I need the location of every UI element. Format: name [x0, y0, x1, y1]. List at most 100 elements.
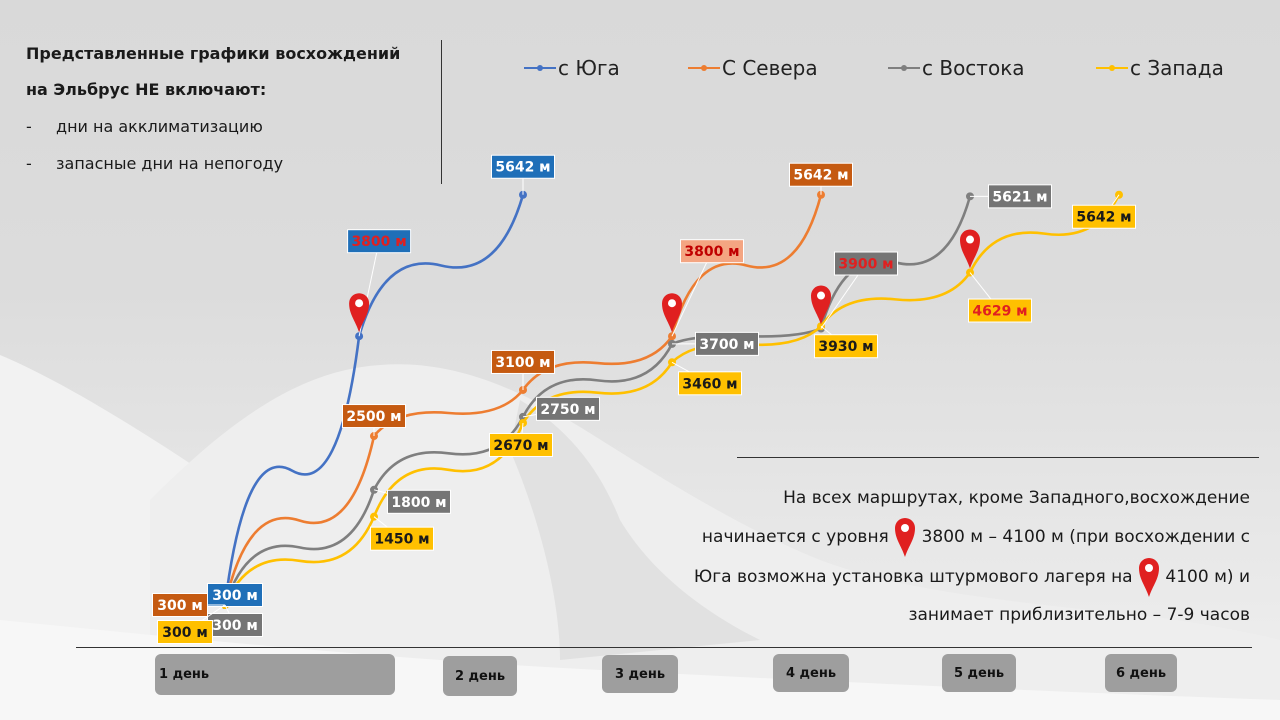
description-line3-start: Юга возможна установка штурмового лагеря…	[693, 567, 1133, 587]
pin-body	[811, 285, 831, 325]
route-description: На всех маршрутах, кроме Западного,восхо…	[630, 480, 1250, 634]
data-label-box	[152, 593, 208, 617]
data-label: 3900 м	[838, 257, 893, 273]
legend-item-south: с Юга	[524, 56, 620, 80]
data-label: 2750 м	[540, 402, 595, 418]
data-label: 5621 м	[992, 189, 1047, 205]
day-label-2: 2 день	[443, 656, 517, 696]
snow-field	[0, 620, 1280, 720]
camp-pin-icon	[662, 293, 682, 333]
data-label-box	[814, 334, 878, 359]
chart-legend: с Юга С Севера с Востока с Запада	[0, 56, 1280, 86]
data-label-box	[489, 432, 553, 457]
note-item: - запасные дни на непогоду	[26, 145, 436, 182]
pin-hole	[355, 299, 364, 308]
legend-label: с Запада	[1130, 56, 1224, 80]
description-line2-start: начинается с уровня	[701, 527, 889, 547]
data-label-box	[789, 162, 853, 187]
data-label-box	[491, 154, 555, 179]
data-label-box	[536, 396, 600, 421]
data-label-box	[347, 229, 412, 254]
camp-pin-icon	[811, 285, 831, 325]
legend-marker-icon	[524, 65, 556, 71]
vertical-divider	[441, 40, 442, 184]
legend-item-west: с Запада	[1096, 56, 1224, 80]
day-label-6: 6 день	[1105, 654, 1177, 692]
data-label: 3930 м	[818, 339, 873, 355]
note-dash: -	[26, 154, 32, 173]
note-item-text: запасные дни на непогоду	[56, 154, 284, 173]
description-line3: Юга возможна установка штурмового лагеря…	[630, 557, 1250, 597]
pin-hole	[668, 299, 676, 308]
day-label-1: 1 день	[155, 654, 395, 695]
data-label: 300 м	[157, 598, 203, 614]
description-line4: занимает приблизительно – 7-9 часов	[908, 605, 1250, 625]
data-label: 1800 м	[391, 495, 446, 511]
description-divider	[737, 457, 1259, 458]
pin-hole	[966, 235, 974, 244]
description-line1: На всех маршрутах, кроме Западного,восхо…	[783, 488, 1250, 508]
data-label: 300 м	[212, 588, 258, 604]
note-title-line2: на Эльбрус НЕ включают:	[26, 80, 267, 99]
legend-label: с Востока	[922, 56, 1025, 80]
description-line2: начинается с уровня 3800 м – 4100 м (при…	[630, 517, 1250, 557]
legend-marker-icon	[888, 65, 920, 71]
data-label: 3800 м	[684, 244, 739, 260]
note-dash: -	[26, 117, 32, 136]
data-label-box	[968, 298, 1032, 323]
data-label: 4629 м	[972, 304, 1027, 320]
day-label-3: 3 день	[602, 655, 678, 693]
data-label: 3800 м	[351, 234, 406, 250]
camp-pin-icon	[895, 518, 916, 557]
legend-marker-icon	[1096, 65, 1128, 71]
note-item-text: дни на акклиматизацию	[56, 117, 263, 136]
description-line3-end: 4100 м) и	[1165, 567, 1250, 587]
data-label-box	[370, 526, 434, 551]
note-item: - дни на акклиматизацию	[26, 108, 436, 145]
pin-body	[349, 293, 370, 333]
exclusion-note: Представленные графики восхождений на Эл…	[26, 36, 436, 182]
pin-hole	[817, 291, 825, 300]
data-label-box	[680, 239, 744, 264]
data-label: 1450 м	[374, 532, 429, 548]
data-label: 300 м	[162, 625, 208, 641]
x-axis-line	[76, 647, 1252, 648]
data-label: 3460 м	[682, 376, 737, 392]
description-line2-end: 3800 м – 4100 м (при восхождении с	[921, 527, 1250, 547]
camp-pin-icon	[349, 293, 370, 333]
data-label: 2500 м	[346, 409, 401, 425]
data-label-box	[491, 349, 555, 374]
series-line	[223, 194, 525, 606]
data-label: 3700 м	[699, 337, 754, 353]
legend-item-north: С Севера	[688, 56, 818, 80]
camp-pin-icon	[1139, 558, 1160, 597]
data-label: 5642 м	[495, 160, 550, 176]
data-label: 300 м	[212, 618, 258, 634]
pin-body	[960, 229, 980, 269]
label-layer: 300 м 3800 м 5642 м 300 м 2500 м 3100 м 3800 м…	[152, 154, 1136, 644]
data-label: 3100 м	[495, 355, 550, 371]
data-label-box	[678, 371, 742, 396]
day-label-5: 5 день	[942, 654, 1016, 692]
legend-item-east: с Востока	[888, 56, 1025, 80]
day-label-4: 4 день	[773, 654, 849, 692]
data-label-box	[157, 620, 213, 644]
camp-pin-icon	[960, 229, 980, 269]
data-label-box	[834, 251, 898, 276]
pin-body	[662, 293, 682, 333]
data-label: 2670 м	[493, 438, 548, 454]
data-label-box	[988, 184, 1052, 209]
data-label: 5642 м	[1076, 210, 1131, 226]
data-label-box	[342, 404, 406, 429]
data-label-box	[387, 489, 451, 514]
label-leader	[671, 250, 713, 337]
legend-label: С Севера	[722, 56, 818, 80]
note-title-line1: Представленные графики восхождений	[26, 44, 401, 63]
data-label-box	[695, 331, 759, 356]
data-label-box	[1072, 204, 1136, 229]
mountain-ridge-shadow	[510, 400, 760, 660]
data-label: 5642 м	[793, 168, 848, 184]
legend-marker-icon	[688, 65, 720, 71]
legend-label: с Юга	[558, 56, 620, 80]
